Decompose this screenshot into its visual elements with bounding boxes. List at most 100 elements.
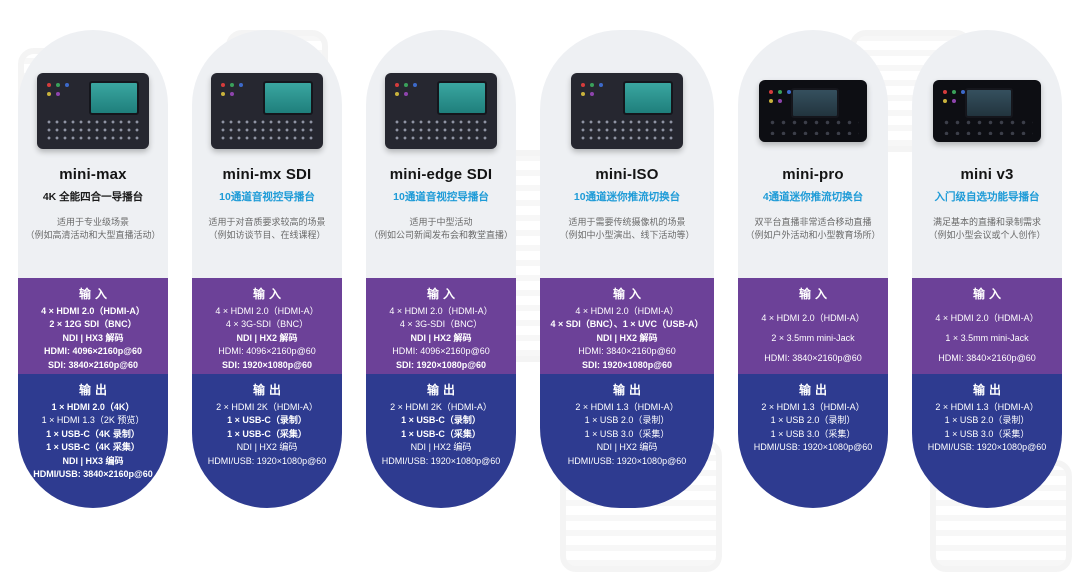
device-button-pads bbox=[767, 117, 859, 135]
spec-line: HDMI: 4096×2160p@60 bbox=[218, 346, 316, 357]
product-image bbox=[211, 58, 323, 164]
spec-line: 1 × USB 3.0（采集） bbox=[944, 428, 1030, 439]
spec-line: 2 × HDMI 2K（HDMI-A） bbox=[390, 402, 492, 412]
spec-line: 2 × 3.5mm mini-Jack bbox=[771, 332, 855, 343]
product-name: mini-edge SDI bbox=[389, 166, 493, 183]
product-image bbox=[759, 58, 867, 164]
product-name: mini-mx SDI bbox=[222, 166, 312, 183]
spec-line: HDMI: 4096×2160p@60 bbox=[43, 346, 143, 357]
product-image bbox=[385, 58, 497, 164]
spec-line: 4 × HDMI 2.0（HDMI-A） bbox=[935, 312, 1039, 323]
device-screen bbox=[89, 81, 139, 115]
output-section: 输出 2 × HDMI 2K（HDMI-A）1 × USB-C（录制）1 × U… bbox=[192, 374, 342, 508]
spec-line: 1 × USB-C（采集） bbox=[401, 428, 481, 439]
product-subtitle: 入门级自选功能导播台 bbox=[934, 191, 1040, 203]
device-button-pads bbox=[219, 118, 315, 142]
input-spec-lines: 4 × HDMI 2.0（HDMI-A）4 × 3G-SDI（BNC）NDI |… bbox=[372, 305, 510, 372]
output-section-header: 输出 bbox=[612, 383, 645, 397]
spec-line: HDMI/USB: 1920×1080p@60 bbox=[567, 455, 687, 466]
product-comparison-cards: mini-max 4K 全能四合一导播台 适用于专业级场景 （例如高清活动和大型… bbox=[18, 30, 1062, 508]
product-description: 适用于对音质要求较高的场景 （例如访谈节目、在线课程） bbox=[208, 216, 325, 242]
product-description-line1: 适用于中型活动 bbox=[409, 217, 473, 227]
output-spec-lines: 2 × HDMI 1.3（HDMI-A）1 × USB 2.0（录制）1 × U… bbox=[546, 401, 708, 468]
output-section-header: 输出 bbox=[78, 383, 111, 397]
output-section-header: 输出 bbox=[252, 383, 285, 397]
spec-line: 4 × HDMI 2.0（HDMI-A） bbox=[575, 306, 679, 316]
spec-line: 1 × HDMI 2.0（4K） bbox=[51, 402, 135, 412]
input-section: 输入 4 × HDMI 2.0（HDMI-A） 4 × SDI（BNC）、1 × … bbox=[540, 278, 714, 374]
device-screen bbox=[965, 88, 1013, 118]
device-screen bbox=[263, 81, 313, 115]
device-illustration bbox=[571, 73, 683, 149]
spec-line: NDI | HX2 编码 bbox=[410, 442, 472, 453]
product-description-line1: 适用于对音质要求较高的场景 bbox=[208, 217, 326, 227]
output-section: 输出 2 × HDMI 1.3（HDMI-A）1 × USB 2.0（录制）1 … bbox=[540, 374, 714, 508]
input-spec-lines: 4 × HDMI 2.0（HDMI-A）4 × 3G-SDI（BNC）NDI |… bbox=[198, 305, 336, 372]
spec-line: 2 × HDMI 1.3（HDMI-A） bbox=[761, 402, 865, 412]
output-spec-lines: 1 × HDMI 2.0（4K）1 × HDMI 1.3（2K 预览）1 × U… bbox=[24, 401, 162, 481]
product-description: 适用于需要传统摄像机的场景 （例如中小型演出、线下活动等） bbox=[559, 216, 694, 242]
spec-line: SDI: 3840×2160p@60 bbox=[47, 359, 139, 370]
spec-line: 1 × USB-C（录制） bbox=[227, 415, 307, 426]
spec-line: 1 × 3.5mm mini-Jack bbox=[945, 332, 1029, 343]
product-image bbox=[933, 58, 1041, 164]
output-section: 输出 2 × HDMI 1.3（HDMI-A）1 × USB 2.0（录制）1 … bbox=[738, 374, 888, 508]
product-description-line2: （例如公司新闻发布会和教堂直播） bbox=[368, 230, 513, 240]
product-description: 适用于中型活动 （例如公司新闻发布会和教堂直播） bbox=[369, 216, 513, 242]
spec-line: 4 × HDMI 2.0（HDMI-A） bbox=[41, 306, 145, 316]
device-screen bbox=[437, 81, 487, 115]
device-illustration bbox=[211, 73, 323, 149]
spec-line: 4 × SDI（BNC）、1 × UVC（USB-A） bbox=[550, 319, 704, 330]
spec-line: HDMI/USB: 3840×2160p@60 bbox=[33, 469, 153, 480]
spec-line: SDI: 1920×1080p@60 bbox=[395, 359, 487, 370]
product-subtitle: 4K 全能四合一导播台 bbox=[42, 191, 144, 203]
device-screen bbox=[623, 81, 673, 115]
spec-line: 1 × USB 2.0（录制） bbox=[770, 415, 856, 426]
device-button-pads bbox=[579, 118, 675, 142]
product-description-line1: 双平台直播非常适合移动直播 bbox=[754, 217, 872, 227]
product-description: 适用于专业级场景 （例如高清活动和大型直播活动） bbox=[25, 216, 160, 242]
product-subtitle: 10通道音视控导播台 bbox=[219, 191, 315, 203]
product-name: mini v3 bbox=[960, 166, 1014, 183]
spec-line: HDMI/USB: 1920×1080p@60 bbox=[381, 455, 501, 466]
product-description-line2: （例如中小型演出、线下活动等） bbox=[559, 230, 695, 240]
spec-line: 4 × HDMI 2.0（HDMI-A） bbox=[389, 306, 493, 316]
device-illustration bbox=[759, 80, 867, 142]
card-top: mini-max 4K 全能四合一导播台 适用于专业级场景 （例如高清活动和大型… bbox=[18, 30, 168, 278]
device-screen bbox=[791, 88, 839, 118]
input-section-header: 输入 bbox=[612, 287, 645, 301]
spec-line: NDI | HX2 解码 bbox=[596, 332, 658, 343]
output-section-header: 输出 bbox=[972, 383, 1005, 397]
product-subtitle: 10通道音视控导播台 bbox=[393, 191, 489, 203]
card-top: mini-pro 4通道迷你推流切换台 双平台直播非常适合移动直播 （例如户外活… bbox=[738, 30, 888, 278]
spec-line: 4 × HDMI 2.0（HDMI-A） bbox=[215, 306, 319, 316]
spec-line: SDI: 1920×1080p@60 bbox=[221, 359, 313, 370]
input-spec-lines: 4 × HDMI 2.0（HDMI-A）2 × 12G SDI（BNC）NDI … bbox=[24, 305, 162, 372]
input-section: 输入 4 × HDMI 2.0（HDMI-A）2 × 3.5mm mini-Ja… bbox=[738, 278, 888, 374]
output-spec-lines: 2 × HDMI 1.3（HDMI-A） 1 × USB 2.0（录制） 1 × U… bbox=[918, 401, 1056, 455]
product-image bbox=[571, 58, 683, 164]
device-button-pads bbox=[393, 118, 489, 142]
spec-line: NDI | HX3 编码 bbox=[62, 455, 124, 466]
product-card: mini-max 4K 全能四合一导播台 适用于专业级场景 （例如高清活动和大型… bbox=[18, 30, 168, 508]
spec-line: 1 × USB 2.0（录制） bbox=[944, 415, 1030, 426]
spec-line: 4 × HDMI 2.0（HDMI-A） bbox=[761, 312, 865, 323]
input-section: 输入 4 × HDMI 2.0（HDMI-A）1 × 3.5mm mini-Ja… bbox=[912, 278, 1062, 374]
product-description-line2: （例如小型会议或个人创作） bbox=[928, 230, 1046, 240]
product-image bbox=[37, 58, 149, 164]
product-description: 双平台直播非常适合移动直播 （例如户外活动和小型教育场所） bbox=[745, 216, 880, 242]
output-spec-lines: 2 × HDMI 1.3（HDMI-A）1 × USB 2.0（录制）1 × U… bbox=[744, 401, 882, 455]
spec-line: HDMI: 3840×2160p@60 bbox=[938, 352, 1036, 363]
output-spec-lines: 2 × HDMI 2K（HDMI-A）1 × USB-C（录制）1 × USB-… bbox=[372, 401, 510, 468]
product-description-line1: 满足基本的直播和录制需求 bbox=[932, 217, 1041, 227]
product-description-line2: （例如高清活动和大型直播活动） bbox=[25, 230, 161, 240]
product-description-line2: （例如访谈节目、在线课程） bbox=[208, 230, 326, 240]
spec-line: 1 × USB 3.0（采集） bbox=[584, 428, 670, 439]
output-section-header: 输出 bbox=[426, 383, 459, 397]
spec-line: 1 × USB 2.0（录制） bbox=[584, 415, 670, 426]
spec-line: 2 × HDMI 1.3（HDMI-A） bbox=[935, 402, 1039, 412]
product-description-line2: （例如户外活动和小型教育场所） bbox=[745, 230, 881, 240]
input-spec-lines: 4 × HDMI 2.0（HDMI-A） 4 × SDI（BNC）、1 × UVC… bbox=[546, 305, 708, 372]
product-card: mini v3 入门级自选功能导播台 满足基本的直播和录制需求 （例如小型会议或… bbox=[912, 30, 1062, 508]
